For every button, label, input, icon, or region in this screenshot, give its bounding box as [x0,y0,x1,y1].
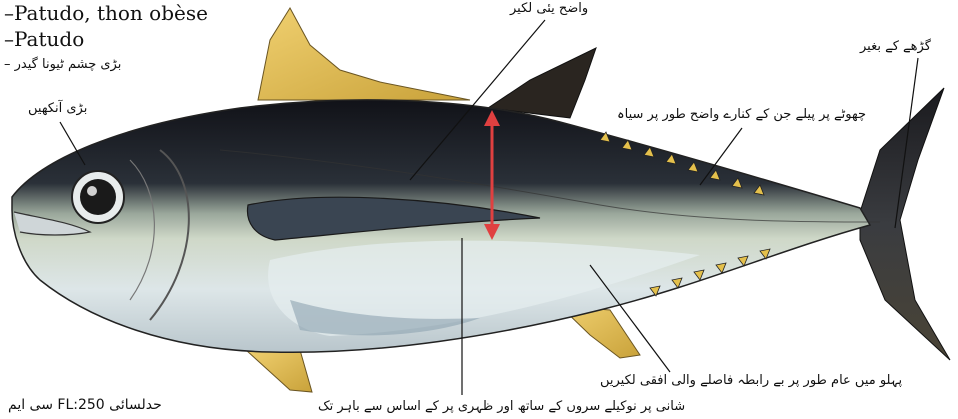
label-belly-stripes: پہلو میں عام طور پر بے رابطہ فاصلے والی … [600,374,902,388]
name-line-3: بڑی چشم ٹیونا گیدر [15,57,122,72]
name-line-2: Patudo [14,27,84,51]
species-names: –Patudo, thon obèse –Patudo بڑی چشم ٹیون… [4,0,208,78]
label-keel: گڑھے کے بغیر [860,40,931,54]
label-lateral-line: واضح یئی لکیر [510,2,588,16]
second-dorsal-fin [488,48,596,118]
caudal-fin [860,88,950,360]
pelvic-fin [246,350,312,392]
name-line-1: Patudo, thon obèse [14,1,208,25]
label-finlets: چھوٹے پر پیلے جن کے کنارے واضح طور پر سی… [617,108,866,122]
label-pectoral-fin: شانی پر نوکیلے سروں کے ساتھ اور ظہری پر … [318,400,685,414]
label-max-size: حدلسائی FL:250 سی ایم [8,398,162,413]
eye [72,171,124,223]
label-big-eye: بڑی آنکھیں [28,102,87,116]
first-dorsal-fin [258,8,470,100]
